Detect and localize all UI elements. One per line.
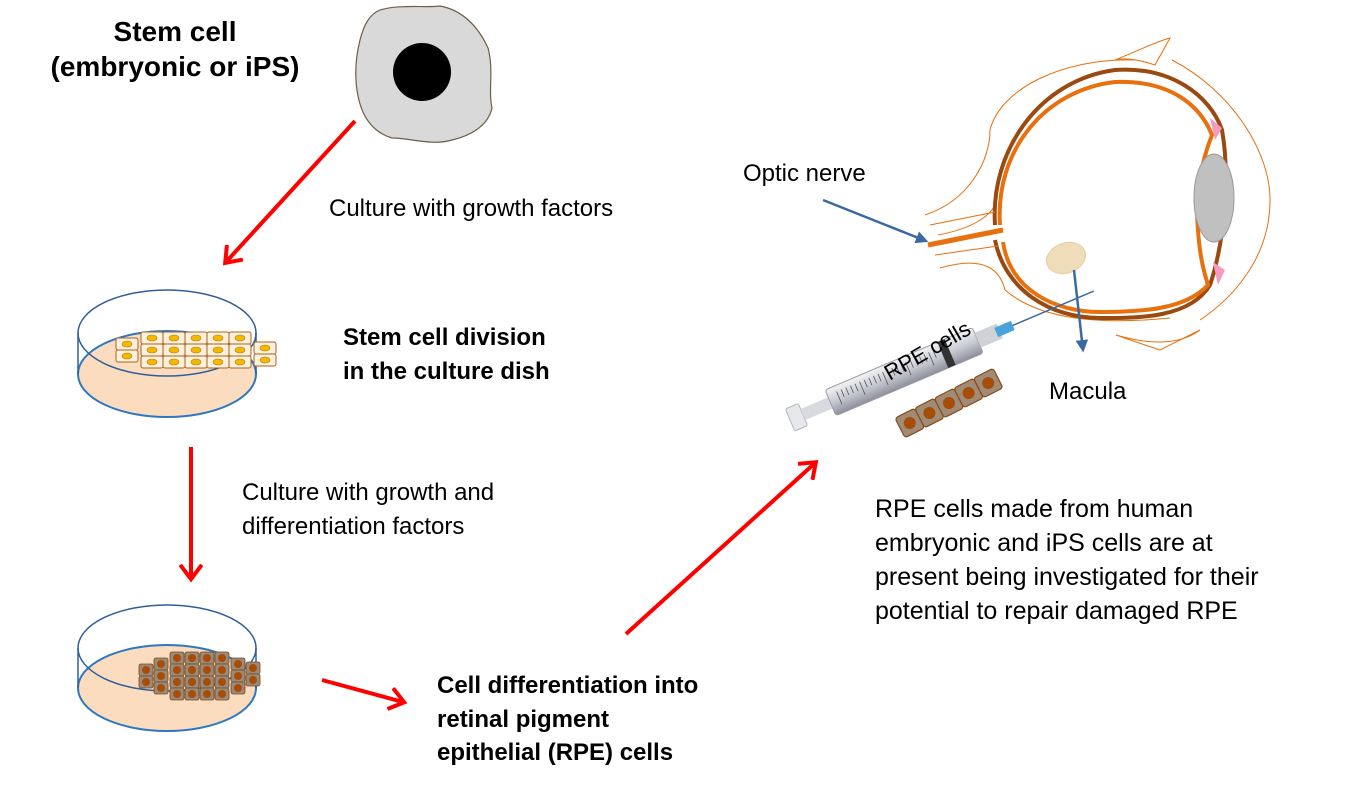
culture-differentiation-label: Culture with growth and differentiation …: [242, 476, 494, 543]
title-line-1: Stem cell: [113, 16, 237, 47]
rpe-cell: [199, 675, 215, 689]
stem-cell-title: Stem cell (embryonic or iPS): [20, 14, 330, 84]
rpe-cell: [214, 663, 230, 677]
rpe-cell: [184, 687, 200, 701]
eyelid-lower: [1115, 329, 1201, 351]
stem-cell: [115, 337, 139, 351]
diff-line-1: Cell differentiation into: [437, 672, 699, 699]
rpe-cell: [245, 661, 261, 675]
rpe-cell: [973, 368, 1003, 398]
syringe-hub: [994, 320, 1015, 338]
dividing-stem-cells: [115, 331, 277, 369]
stem-cell: [184, 355, 208, 369]
stem-cell-icon: [355, 5, 493, 143]
stem-cell: [228, 331, 252, 345]
stem-cell: [206, 331, 230, 345]
culture2-line-2: differentiation factors: [242, 512, 465, 540]
rpe-cell: [138, 675, 154, 689]
rpe-cell: [954, 378, 983, 408]
cell-differentiation-label: Cell differentiation into retinal pigmen…: [437, 669, 698, 770]
stem-cell: [253, 353, 277, 367]
arrow-stem-to-dish: [226, 119, 357, 262]
rpe-cell: [169, 687, 185, 701]
rpe-cell: [199, 687, 215, 701]
stem-cell: [253, 341, 277, 355]
stem-cell-nucleus: [393, 43, 451, 101]
rpe-cell: [214, 651, 230, 665]
rpe-cell: [230, 669, 246, 683]
division-line-1: Stem cell division: [343, 324, 546, 351]
rpe-cell: [199, 663, 215, 677]
stem-cell: [162, 331, 186, 345]
arrow-dish2-to-rpe: [321, 678, 403, 702]
stem-cell: [206, 343, 230, 357]
stem-cell-division-label: Stem cell division in the culture dish: [343, 321, 550, 388]
syringe-needle: [1010, 290, 1095, 327]
title-line-2: (embryonic or iPS): [50, 51, 300, 82]
rpe-cell: [153, 681, 169, 695]
eyelid-upper: [1171, 59, 1271, 321]
stem-cell: [206, 355, 230, 369]
rpe-cell: [245, 673, 261, 687]
rpe-cell: [138, 663, 154, 677]
culture-dish-1: [77, 289, 277, 418]
optic-nerve-label: Optic nerve: [743, 160, 866, 187]
macula-pointer: [1072, 269, 1089, 353]
rpe-cell: [199, 651, 215, 665]
syringe-icon: [785, 290, 1095, 431]
rpe-cell: [184, 663, 200, 677]
stem-cell: [162, 355, 186, 369]
optic-nerve: [927, 227, 1004, 248]
macula-label: Macula: [1049, 378, 1127, 405]
stem-cell: [184, 343, 208, 357]
rpe-cell: [915, 398, 944, 428]
rpe-cell: [230, 657, 246, 671]
arrow-rpe-to-syringe: [624, 463, 815, 636]
division-line-2: in the culture dish: [343, 357, 550, 385]
stem-cell: [228, 355, 252, 369]
diff-line-3: epithelial (RPE) cells: [437, 739, 674, 767]
diff-line-2: retinal pigment: [437, 705, 610, 733]
stem-cell: [115, 349, 139, 363]
rpe-cell: [184, 675, 200, 689]
stem-cell: [140, 343, 164, 357]
rpe-cell: [169, 675, 185, 689]
rpe-cell: [153, 657, 169, 671]
stem-cell: [228, 343, 252, 357]
macula: [1046, 241, 1086, 275]
rpe-cell: [153, 669, 169, 683]
description-text: RPE cells made from human embryonic and …: [875, 495, 1259, 625]
culture2-line-1: Culture with growth and: [242, 479, 495, 506]
rpe-cell-cluster: [138, 651, 261, 701]
rpe-cell: [214, 675, 230, 689]
rpe-cell: [214, 687, 230, 701]
rpe-cell: [169, 651, 185, 665]
stem-cell: [140, 331, 164, 345]
stem-cell: [162, 343, 186, 357]
rpe-cell: [169, 663, 185, 677]
stem-cell: [184, 331, 208, 345]
stem-cell: [140, 355, 164, 369]
rpe-cell: [934, 388, 964, 418]
culture-dish-2: [77, 604, 261, 732]
rpe-cell: [230, 681, 246, 695]
lens: [1193, 153, 1235, 243]
eye-diagram: [924, 37, 1271, 351]
optic-nerve-pointer: [822, 198, 929, 244]
rpe-cell: [184, 651, 200, 665]
culture-growth-label: Culture with growth factors: [329, 195, 614, 222]
dish-rim: [77, 289, 257, 377]
rpe-cells-row: [895, 368, 1003, 438]
